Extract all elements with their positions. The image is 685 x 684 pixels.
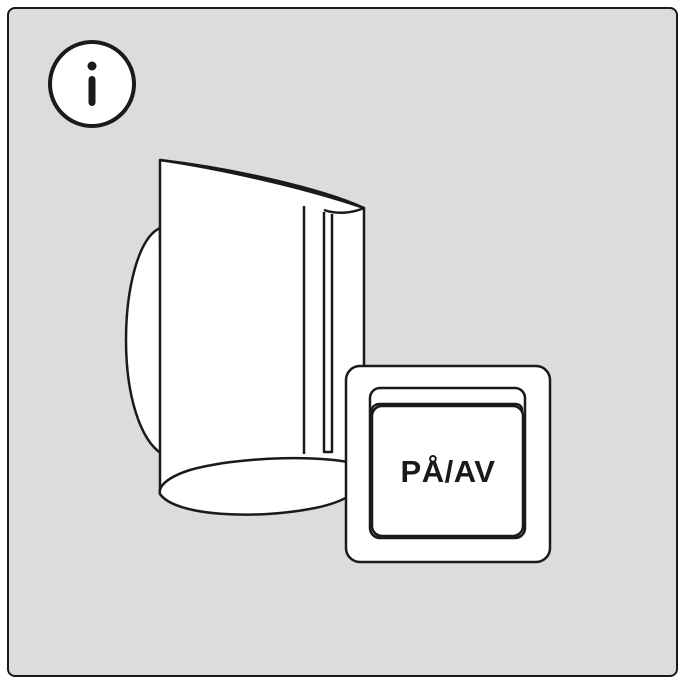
info-icon bbox=[48, 40, 136, 128]
switch-label: PÅ/AV bbox=[400, 454, 496, 489]
power-switch-icon bbox=[344, 364, 552, 564]
lamp-shade-icon bbox=[124, 158, 369, 516]
